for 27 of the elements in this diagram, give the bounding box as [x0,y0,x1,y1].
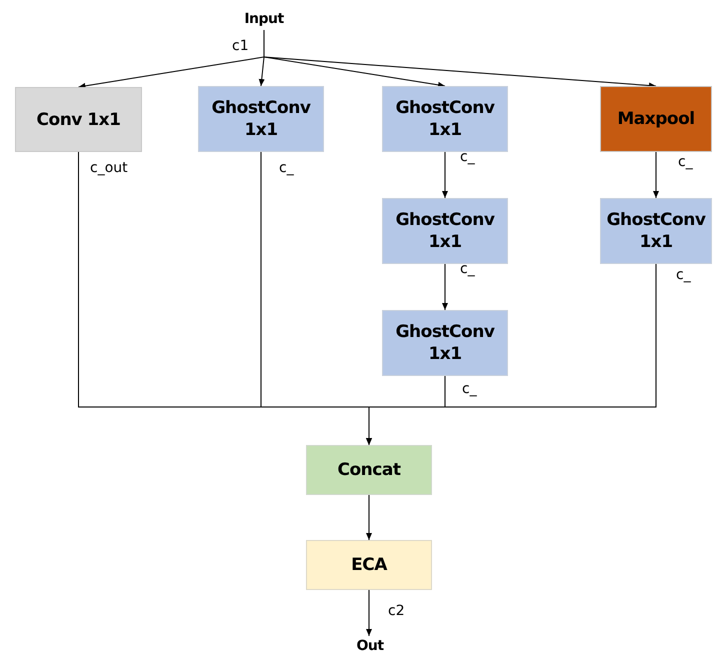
process-box: Conv 1x1 [15,87,142,152]
edge-label: c2 [388,604,405,618]
edge-label: c_ [676,268,691,282]
edge-label: c_out [90,161,128,175]
process-box: ECA [306,540,432,590]
edge-label: c_ [678,155,693,169]
channel-label: c1 [232,39,249,53]
arrow [442,152,448,198]
process-box: GhostConv 1x1 [382,198,508,264]
node-label: Input [237,8,291,30]
arrow [366,264,656,446]
node-label: Out [350,636,390,656]
arrow [366,590,372,636]
arrow [264,30,656,88]
process-box: Maxpool [600,86,712,152]
arrow [366,494,372,540]
edge-label: c_ [279,161,294,175]
process-box: GhostConv 1x1 [198,86,324,152]
edge-label: c_ [460,150,475,164]
process-box: Concat [306,445,432,495]
process-box: GhostConv 1x1 [382,86,508,152]
process-box: GhostConv 1x1 [600,198,712,264]
arrow [653,152,659,198]
process-box: GhostConv 1x1 [382,310,508,376]
edge-label: c_ [460,262,475,276]
edge-label: c_ [462,382,477,396]
arrow [442,264,448,310]
